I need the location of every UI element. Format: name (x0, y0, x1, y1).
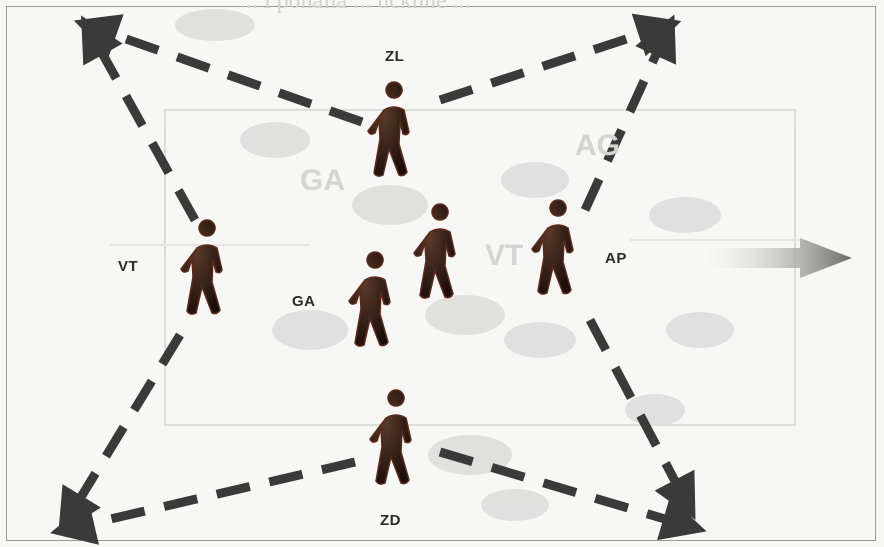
sheep-silhouettes (175, 9, 734, 521)
label-zl: ZL (385, 48, 405, 65)
arrow-vt-to-bottom-left (58, 332, 184, 535)
label-zd: ZD (380, 512, 401, 529)
arrow-zd-to-bottom-left (50, 457, 357, 545)
player-figure-center (413, 203, 456, 299)
ghost-label-ga: GA (300, 164, 345, 197)
label-ap: AP (605, 250, 627, 267)
arrow-zl-to-top-left (73, 14, 364, 127)
player-figure-vt (180, 219, 223, 315)
image-frame (6, 6, 876, 541)
player-figure-ap (531, 199, 574, 295)
ghost-label-vt: VT (485, 239, 523, 272)
arrow-vt-to-top-left (81, 15, 199, 223)
label-vt: VT (118, 258, 139, 275)
background-field (110, 109, 800, 426)
background-text-line-1: ... i pohaiia ... ucknne ... (240, 0, 471, 14)
direction-arrow (700, 238, 852, 278)
label-ga: GA (292, 293, 316, 310)
ghost-label-ag: AG (575, 129, 620, 162)
movement-arrows (50, 13, 707, 545)
arrow-ap-to-top-right (580, 14, 677, 212)
player-figure-zd (369, 389, 412, 485)
arrow-zd-to-bottom-right (438, 447, 707, 541)
arrow-zl-to-top-right (438, 13, 682, 105)
player-figure-zl (367, 81, 410, 177)
arrow-ap-to-bottom-right (586, 317, 696, 520)
player-figure-ga (348, 251, 391, 347)
